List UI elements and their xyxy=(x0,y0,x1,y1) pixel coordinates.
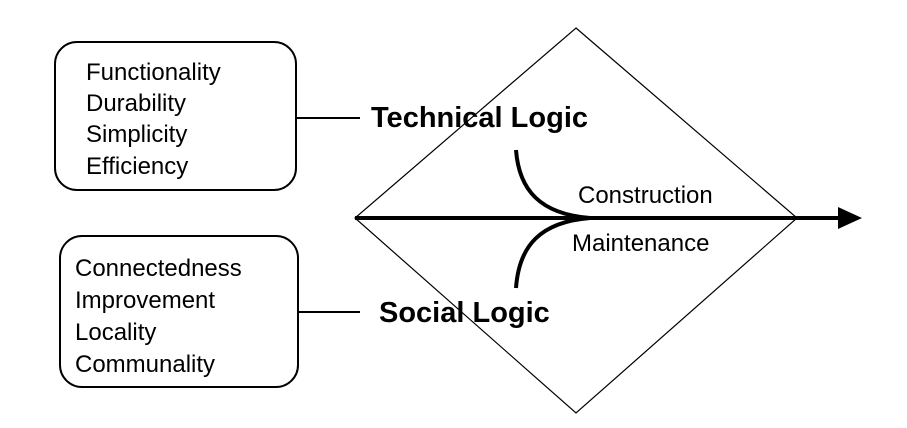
technical-attribute-item: Durability xyxy=(86,90,186,117)
maintenance-label: Maintenance xyxy=(572,230,709,257)
social-logic-title: Social Logic xyxy=(379,297,550,329)
arrowhead xyxy=(838,207,862,229)
technical-logic-title: Technical Logic xyxy=(371,102,588,134)
social-attribute-item: Connectedness xyxy=(75,255,242,282)
social-attribute-item: Communality xyxy=(75,351,215,378)
diamond-shape xyxy=(354,27,798,414)
social-attribute-item: Locality xyxy=(75,319,156,346)
technical-attributes-box xyxy=(54,41,297,191)
social-attribute-item: Improvement xyxy=(75,287,215,314)
technical-attribute-item: Simplicity xyxy=(86,121,187,148)
technical-attribute-item: Functionality xyxy=(86,59,221,86)
technical-merge-curve xyxy=(514,149,591,220)
social-merge-curve xyxy=(514,216,591,289)
construction-label: Construction xyxy=(578,182,713,209)
technical-attribute-item: Efficiency xyxy=(86,153,188,180)
